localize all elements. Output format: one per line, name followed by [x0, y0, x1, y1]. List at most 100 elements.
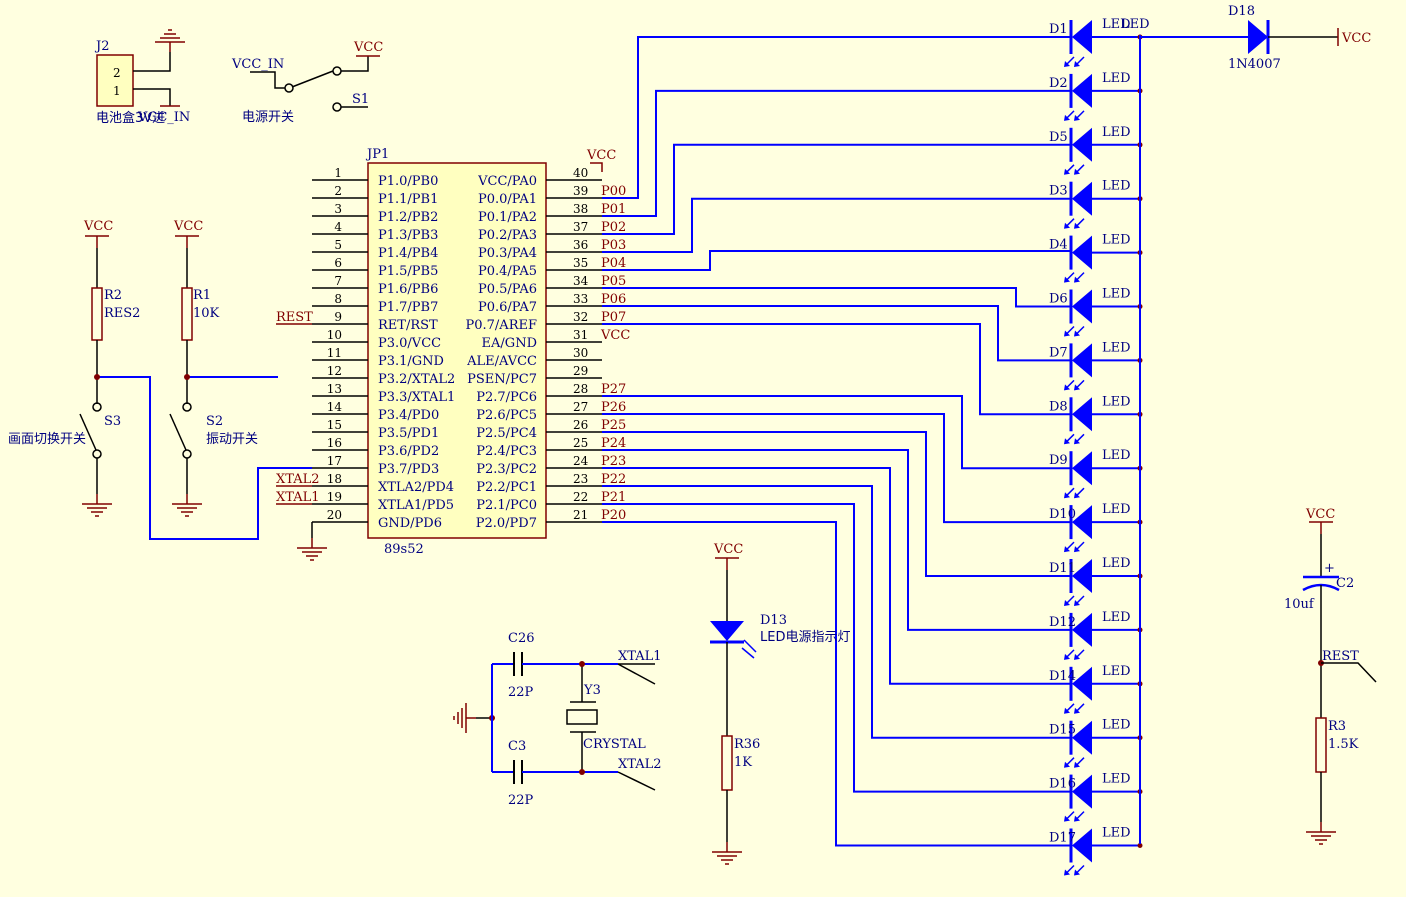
pin-name: P0.2/PA3 [478, 228, 537, 243]
mcu-left-pin: 8P1.7/PB7 [312, 292, 438, 315]
led: D8 LED [602, 323, 1143, 446]
led-ref: D9 [1049, 453, 1068, 468]
pin-number: 29 [573, 364, 588, 378]
led: D9 LED [602, 395, 1143, 499]
pin-net-label: P27 [601, 382, 626, 397]
pin-number: 33 [573, 292, 588, 306]
mcu-left-pin: 1P1.0/PB0 [312, 166, 438, 189]
r1-ref: R1 [193, 288, 211, 303]
pin-name: P1.2/PB2 [378, 210, 438, 225]
pin-net-label: VCC [600, 328, 630, 343]
d13-ref: D13 [760, 613, 787, 628]
r36-value: 1K [734, 755, 752, 770]
pin-number: 39 [573, 184, 588, 198]
j2-net-vcc-in: VCC_IN [137, 110, 190, 125]
pin-net-label: P01 [601, 202, 626, 217]
pin-number: 16 [327, 436, 342, 450]
led-ref: D8 [1049, 399, 1068, 414]
pin-name: P0.0/PA1 [478, 192, 537, 207]
led-label: LED [1102, 664, 1131, 679]
pin-net-label: P26 [601, 400, 626, 415]
led-label: LED [1102, 394, 1131, 409]
power-switch-s1: VCC_IN VCC S1 电源开关 [231, 40, 383, 125]
mcu-left-pin: 6P1.5/PB5 [312, 256, 438, 279]
s3-ref: S3 [104, 414, 121, 429]
mcu-part: 89s52 [384, 542, 424, 557]
c2-ref: C2 [1336, 576, 1354, 591]
mcu-body [367, 162, 547, 539]
pin-name: P1.4/PB4 [378, 246, 438, 261]
resistor-r2: VCC R2 RES2 [83, 219, 140, 404]
pin-name: P3.5/PD1 [378, 426, 439, 441]
mcu-left-pin: 4P1.3/PB3 [312, 220, 438, 243]
led-ref: D5 [1049, 130, 1068, 145]
r36-body [721, 735, 733, 791]
pin-number: 14 [327, 400, 343, 414]
pin-name: P3.0/VCC [378, 336, 441, 351]
crystal-net-xtal1: XTAL1 [618, 649, 662, 664]
pin-name: P1.5/PB5 [378, 264, 438, 279]
pin-number: 13 [327, 382, 342, 396]
switch-s3: S3 画面切换开关 [8, 402, 121, 517]
pin-number: 37 [573, 220, 588, 234]
j2-ref: J2 [94, 39, 109, 54]
diode-d18: D18 1N4007 VCC [1140, 4, 1371, 72]
c2-polarity: + [1324, 561, 1335, 576]
led-label: LED [1102, 610, 1131, 625]
pin-name: GND/PD6 [378, 516, 442, 531]
pin-name: P1.3/PB3 [378, 228, 438, 243]
led-label: LED [1102, 287, 1131, 302]
battery-connector-j2: J2 2 1 电池盒3V进 VCC_IN [94, 29, 190, 126]
power-indicator-d13: VCC D13 LED电源指示灯 R36 1K [710, 542, 850, 865]
pin-number: 26 [573, 418, 588, 432]
pin-name: P0.7/AREF [466, 318, 538, 333]
pin-name: P2.7/PC6 [476, 390, 537, 405]
pin-name: P2.1/PC0 [476, 498, 537, 513]
pin-name: XTLA2/PD4 [378, 480, 454, 495]
j2-body [96, 54, 134, 107]
led: D17 LED [602, 521, 1143, 877]
pin-number: 1 [334, 166, 342, 180]
pin-number: 6 [334, 256, 342, 270]
pin-number: 15 [327, 418, 342, 432]
pin-number: 40 [573, 166, 588, 180]
pin-name: P2.5/PC4 [476, 426, 537, 441]
led-label: LED [1102, 556, 1131, 571]
switch-s2: S2 振动开关 [169, 402, 258, 517]
pin-number: 19 [327, 490, 342, 504]
pin-name: P0.5/PA6 [478, 282, 537, 297]
s1-label: 电源开关 [242, 110, 294, 125]
d18-net: VCC [1341, 31, 1371, 46]
pin-net-label: P06 [601, 292, 626, 307]
pin-name: P1.7/PB7 [378, 300, 438, 315]
j2-label: 电池盒3V进 [96, 110, 165, 126]
r1-value: 10K [193, 306, 220, 321]
pin-number: 7 [334, 274, 342, 288]
pin-net-label: P07 [601, 310, 626, 325]
pin-number: 17 [327, 454, 342, 468]
s1-net-out: VCC [353, 40, 383, 55]
pin-name: P0.3/PA4 [478, 246, 537, 261]
pin-net-label: P00 [601, 184, 626, 199]
led-ref: D17 [1049, 831, 1076, 846]
pin-name: P3.2/XTAL2 [378, 372, 455, 387]
